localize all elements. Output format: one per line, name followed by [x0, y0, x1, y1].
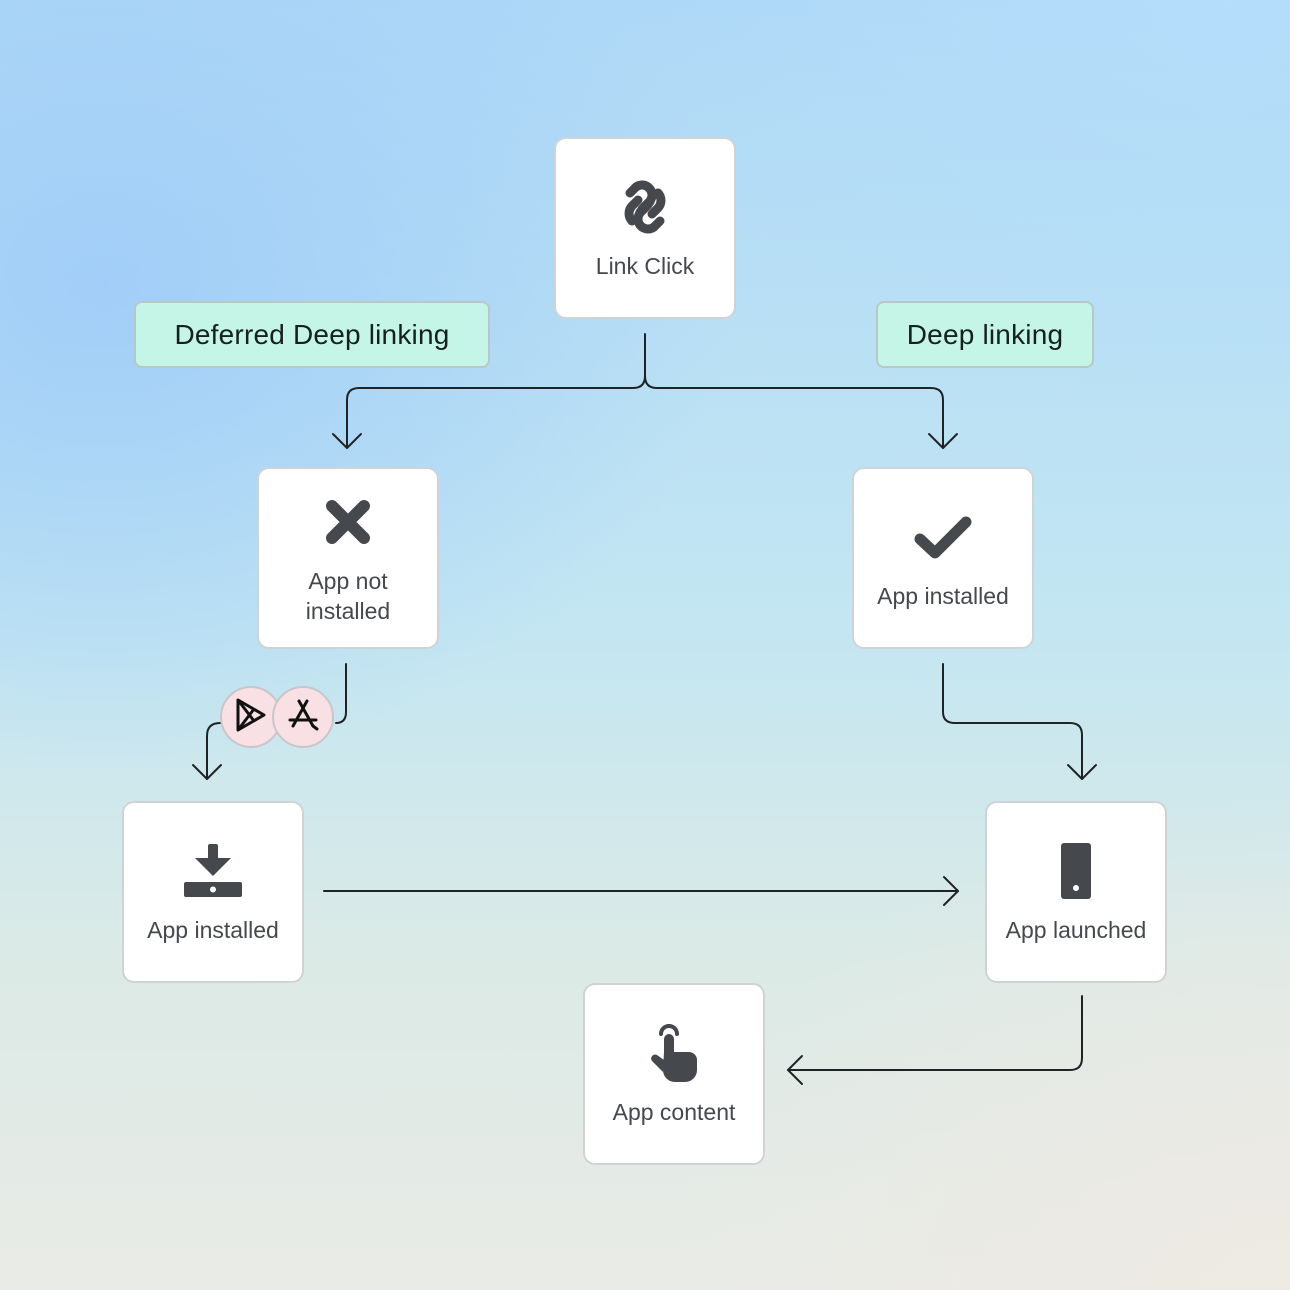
deferred-deep-linking-text: Deferred Deep linking [174, 318, 450, 350]
app-installed-right-label: App installed [877, 583, 1009, 609]
deep-linking-text: Deep linking [906, 318, 1064, 350]
link-icon [613, 175, 677, 239]
connector-launched-to-content [787, 995, 1083, 1071]
phone-icon [1044, 839, 1108, 903]
deferred-deep-linking-label: Deferred Deep linking [134, 301, 490, 368]
app-not-installed-label: App not installed [305, 568, 391, 624]
app-launched-label: App launched [1005, 917, 1147, 943]
arrowhead [332, 433, 362, 449]
app-content-node: App content [583, 983, 765, 1165]
app-store-icon [285, 698, 321, 737]
app-installed-left-label: App installed [147, 917, 279, 943]
download-icon [181, 839, 245, 903]
app-launched-node: App launched [985, 801, 1167, 983]
deep-linking-label: Deep linking [876, 301, 1094, 368]
x-icon [316, 490, 380, 554]
connector-link-split [346, 333, 646, 449]
check-icon [911, 505, 975, 569]
arrowhead [1067, 764, 1097, 780]
connector-link-split-right [644, 375, 944, 449]
connector-store-to-installed [206, 722, 221, 780]
app-store-badge [272, 686, 334, 748]
google-play-icon [234, 697, 268, 738]
link-click-node: Link Click [554, 137, 736, 319]
app-content-label: App content [612, 1099, 736, 1125]
arrowhead [943, 876, 959, 906]
link-click-label: Link Click [595, 253, 695, 279]
app-installed-left-node: App installed [122, 801, 304, 983]
tap-icon [642, 1021, 706, 1085]
connector-not-installed [335, 663, 347, 724]
arrowhead [192, 764, 222, 780]
app-installed-right-node: App installed [852, 467, 1034, 649]
arrowhead [928, 433, 958, 449]
connector-installed-to-launched [942, 663, 1083, 780]
arrowhead [787, 1055, 803, 1085]
app-not-installed-node: App not installed [257, 467, 439, 649]
